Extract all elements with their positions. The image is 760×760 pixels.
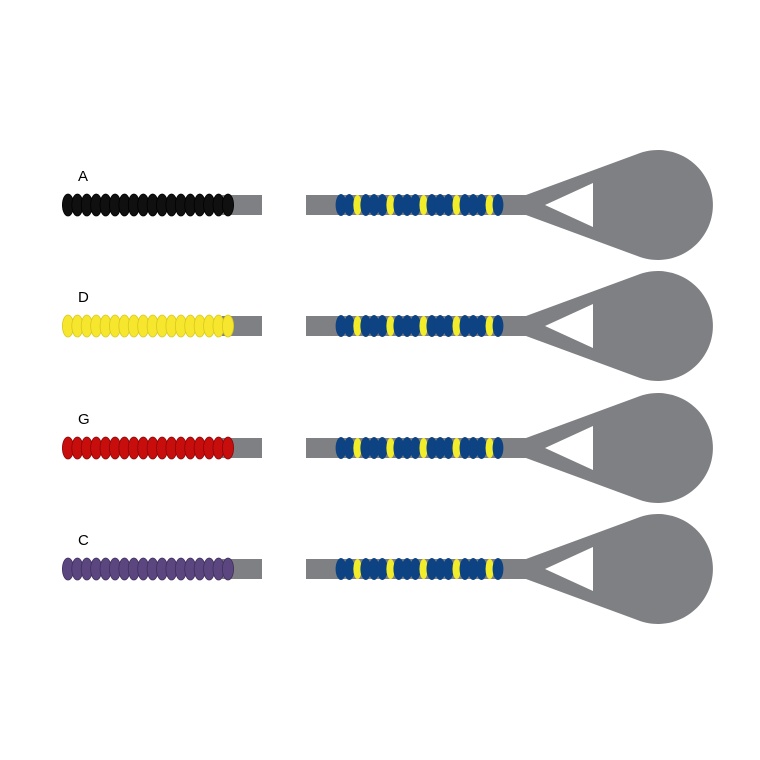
right-bead-blue: [434, 315, 446, 337]
right-bead-blue: [409, 194, 421, 216]
left-bead: [221, 436, 234, 460]
right-bead-blue: [443, 315, 454, 337]
probe-row-d: D: [62, 271, 713, 381]
right-bead-blue: [393, 558, 405, 580]
right-bead-blue: [467, 194, 479, 216]
right-bead-blue: [376, 194, 388, 216]
loop-head: [526, 393, 713, 503]
probe-row-g: G: [62, 393, 713, 503]
right-bead-blue: [434, 437, 446, 459]
right-bead-blue: [368, 558, 380, 580]
probe-row-a: A: [62, 150, 713, 260]
right-bead-blue: [492, 315, 504, 337]
right-bead-blue: [368, 315, 380, 337]
right-bead-yellow: [452, 316, 461, 336]
right-bead-blue: [459, 315, 471, 337]
row-label: G: [78, 411, 90, 428]
left-bead: [221, 557, 234, 581]
right-bead-yellow: [485, 316, 494, 336]
right-bead-yellow: [353, 195, 362, 215]
right-bead-blue: [401, 558, 413, 580]
left-bead: [221, 193, 234, 217]
row-label: A: [78, 168, 88, 185]
right-bead-blue: [393, 315, 405, 337]
right-bead-blue: [368, 437, 380, 459]
right-bead-yellow: [452, 559, 461, 579]
right-bead-blue: [360, 315, 372, 337]
right-bead-yellow: [419, 559, 428, 579]
right-bead-yellow: [485, 438, 494, 458]
right-bead-blue: [443, 194, 454, 216]
right-bead-blue: [467, 437, 479, 459]
row-label: D: [78, 289, 89, 306]
right-bead-blue: [492, 437, 504, 459]
right-bead-blue: [426, 315, 438, 337]
right-bead-yellow: [419, 195, 428, 215]
right-bead-blue: [343, 437, 355, 459]
right-bead-blue: [360, 437, 372, 459]
right-bead-blue: [476, 315, 487, 337]
right-bead-blue: [376, 315, 388, 337]
right-bead-yellow: [452, 438, 461, 458]
right-bead-yellow: [452, 195, 461, 215]
right-bead-blue: [476, 558, 487, 580]
right-bead-blue: [401, 194, 413, 216]
right-bead-blue: [426, 558, 438, 580]
right-bead-blue: [434, 558, 446, 580]
loop-head: [526, 271, 713, 381]
right-bead-blue: [393, 437, 405, 459]
right-bead-blue: [376, 558, 388, 580]
right-bead-blue: [393, 194, 405, 216]
right-bead-blue: [476, 194, 487, 216]
right-bead-yellow: [353, 438, 362, 458]
right-bead-blue: [401, 437, 413, 459]
right-bead-blue: [409, 437, 421, 459]
right-bead-blue: [409, 315, 421, 337]
right-bead-blue: [426, 437, 438, 459]
right-bead-blue: [360, 194, 372, 216]
loop-head: [526, 150, 713, 260]
right-bead-blue: [467, 315, 479, 337]
right-bead-yellow: [386, 316, 395, 336]
left-bead: [221, 314, 234, 338]
probe-row-c: C: [62, 514, 713, 624]
right-bead-blue: [443, 558, 454, 580]
loop-head: [526, 514, 713, 624]
right-bead-blue: [459, 194, 471, 216]
right-bead-blue: [368, 194, 380, 216]
right-bead-yellow: [485, 559, 494, 579]
right-bead-blue: [401, 315, 413, 337]
right-bead-yellow: [419, 316, 428, 336]
right-bead-blue: [343, 558, 355, 580]
right-bead-yellow: [485, 195, 494, 215]
right-bead-blue: [343, 315, 355, 337]
right-bead-blue: [459, 437, 471, 459]
right-bead-yellow: [419, 438, 428, 458]
row-label: C: [78, 532, 89, 549]
right-bead-blue: [443, 437, 454, 459]
right-bead-blue: [426, 194, 438, 216]
right-bead-blue: [434, 194, 446, 216]
right-bead-blue: [467, 558, 479, 580]
right-bead-yellow: [386, 438, 395, 458]
right-bead-yellow: [353, 316, 362, 336]
right-bead-blue: [492, 558, 504, 580]
right-bead-yellow: [386, 559, 395, 579]
right-bead-blue: [409, 558, 421, 580]
right-bead-blue: [376, 437, 388, 459]
right-bead-blue: [335, 558, 347, 580]
right-bead-yellow: [353, 559, 362, 579]
right-bead-yellow: [386, 195, 395, 215]
right-bead-blue: [335, 315, 347, 337]
right-bead-blue: [343, 194, 355, 216]
right-bead-blue: [476, 437, 487, 459]
right-bead-blue: [459, 558, 471, 580]
right-bead-blue: [335, 437, 347, 459]
right-bead-blue: [492, 194, 504, 216]
right-bead-blue: [360, 558, 372, 580]
right-bead-blue: [335, 194, 347, 216]
